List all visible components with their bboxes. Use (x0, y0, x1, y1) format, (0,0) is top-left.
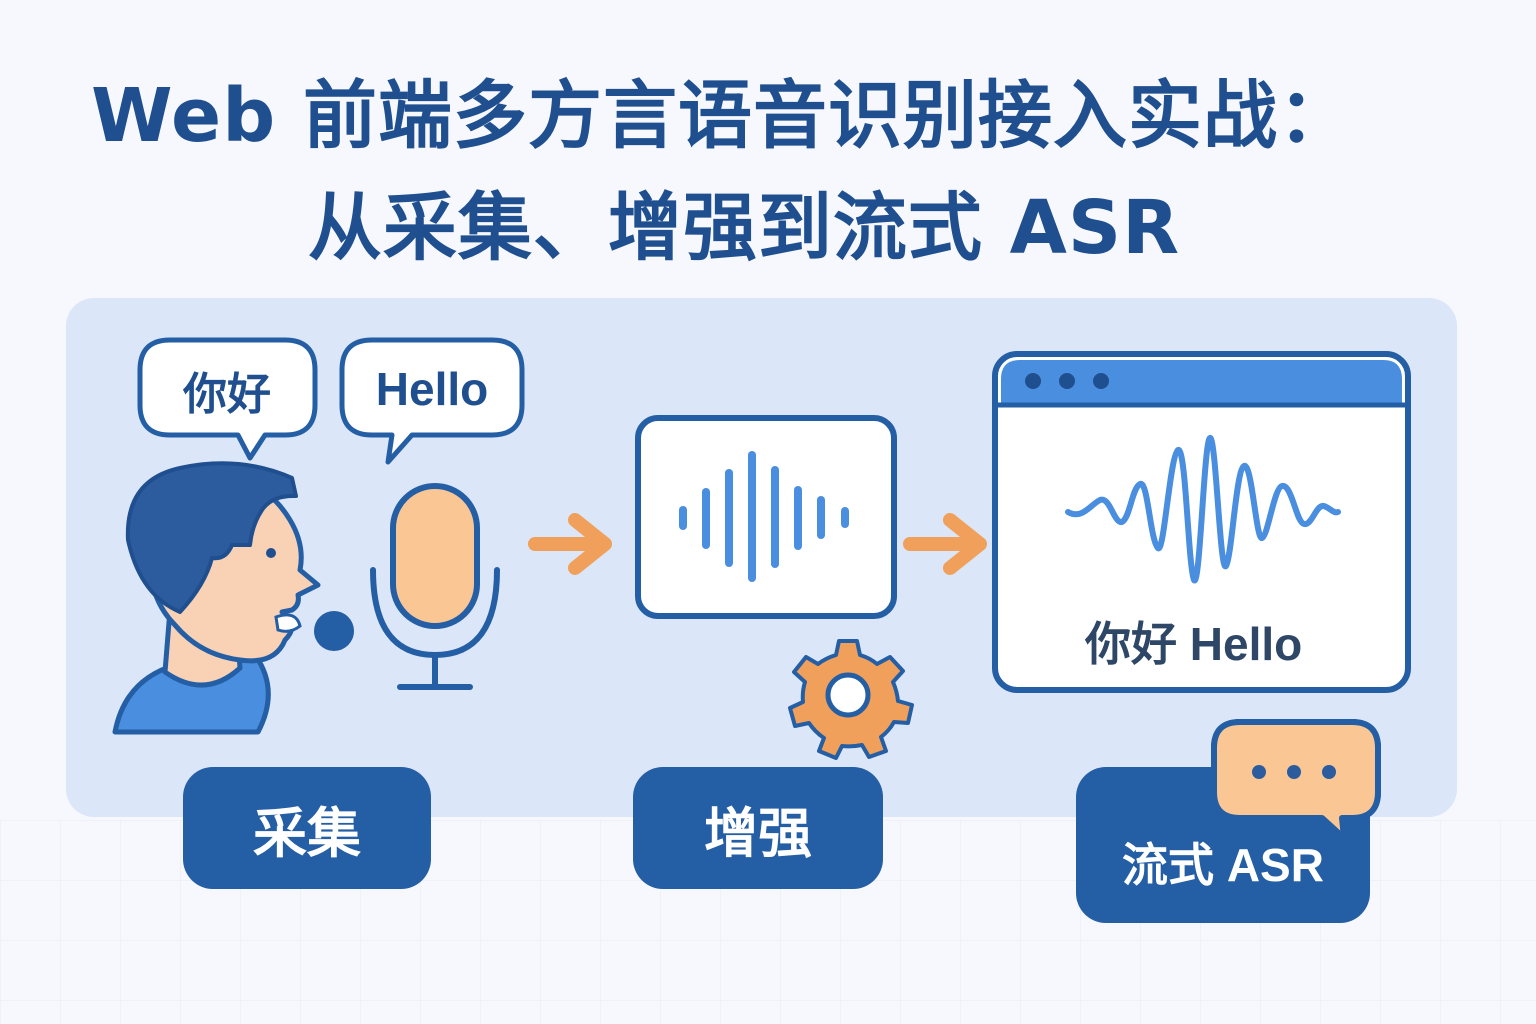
arrow-right-icon (903, 513, 987, 575)
recognition-result-text: 你好 Hello (1085, 618, 1303, 670)
speech-bubble-chinese (137, 337, 318, 461)
speech-bubble-english (339, 337, 525, 465)
speaker-person-icon (112, 461, 354, 735)
stage-label-enhance: 增强 (633, 767, 883, 889)
browser-window-icon (992, 351, 1411, 693)
waveform-card (635, 415, 897, 619)
stage-label-streaming-asr: 流式 ASR (1076, 767, 1370, 923)
page-title-line1: Web 前端多方言语音识别接入实战： (91, 73, 1353, 159)
audio-waveform (1065, 434, 1341, 584)
waveform-icon (679, 451, 849, 582)
gear-icon (788, 639, 914, 760)
bubble-text-english: Hello (375, 363, 489, 415)
page-title-line2: 从采集、增强到流式 ASR (307, 185, 1181, 271)
microphone-icon (370, 483, 500, 690)
stage-label-capture: 采集 (183, 767, 431, 889)
arrow-right-icon (528, 513, 612, 575)
bubble-text-chinese: 你好 (183, 369, 271, 420)
